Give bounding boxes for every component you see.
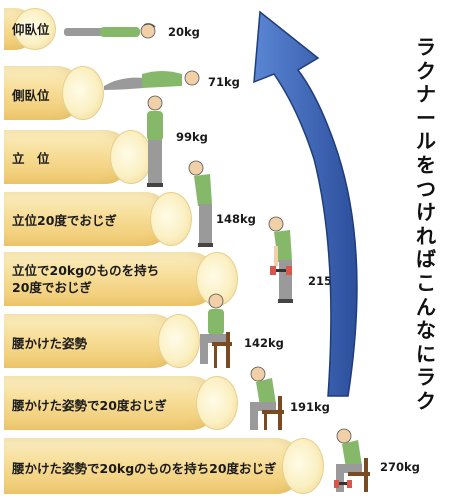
figure-side-lying bbox=[104, 70, 200, 90]
label-standing-bow-lift-line-1: 立位で20kgのものを持ち bbox=[12, 263, 160, 278]
figure-standing bbox=[147, 95, 163, 187]
figure-seated-bow bbox=[250, 366, 284, 430]
label-standing-bow: 立位20度でおじぎ bbox=[12, 213, 117, 228]
curved-up-arrow bbox=[253, 10, 358, 397]
cylinder-row-1 bbox=[4, 8, 56, 50]
side-caption: ラクナールをつければこんなにラク bbox=[416, 35, 436, 413]
cylinder-row-6 bbox=[4, 314, 200, 368]
cylinder-row-7 bbox=[4, 376, 238, 430]
figure-standing-bow bbox=[188, 160, 213, 247]
label-seated: 腰かけた姿勢 bbox=[12, 336, 88, 351]
figure-seated bbox=[200, 293, 232, 368]
weight-standing-bow: 148kg bbox=[216, 212, 256, 226]
label-side-lying: 側臥位 bbox=[12, 88, 50, 103]
cylinder-row-4 bbox=[4, 192, 192, 246]
figure-seated-bow-lift bbox=[334, 428, 370, 492]
weight-seated-bow: 191kg bbox=[290, 400, 330, 414]
cylinder-row-5 bbox=[4, 252, 238, 306]
figure-standing-bow-lift bbox=[268, 216, 293, 303]
label-seated-bow: 腰かけた姿勢で20度おじぎ bbox=[12, 398, 167, 413]
weight-side-lying: 71kg bbox=[208, 75, 240, 89]
label-seated-bow-lift: 腰かけた姿勢で20kgのものを持ち20度おじぎ bbox=[12, 461, 277, 476]
weight-standing: 99kg bbox=[176, 130, 208, 144]
label-standing: 立 位 bbox=[12, 151, 50, 166]
weight-seated: 142kg bbox=[244, 336, 284, 350]
label-standing-bow-lift-line-2: 20度でおじぎ bbox=[12, 280, 92, 295]
cylinder-row-3 bbox=[4, 130, 152, 184]
weight-seated-bow-lift: 270kg bbox=[380, 460, 420, 474]
cylinder-row-2 bbox=[4, 66, 104, 120]
cylinder-row-8 bbox=[4, 438, 324, 494]
weight-supine: 20kg bbox=[168, 25, 200, 39]
label-supine: 仰臥位 bbox=[12, 22, 50, 37]
figure-supine bbox=[64, 23, 156, 39]
